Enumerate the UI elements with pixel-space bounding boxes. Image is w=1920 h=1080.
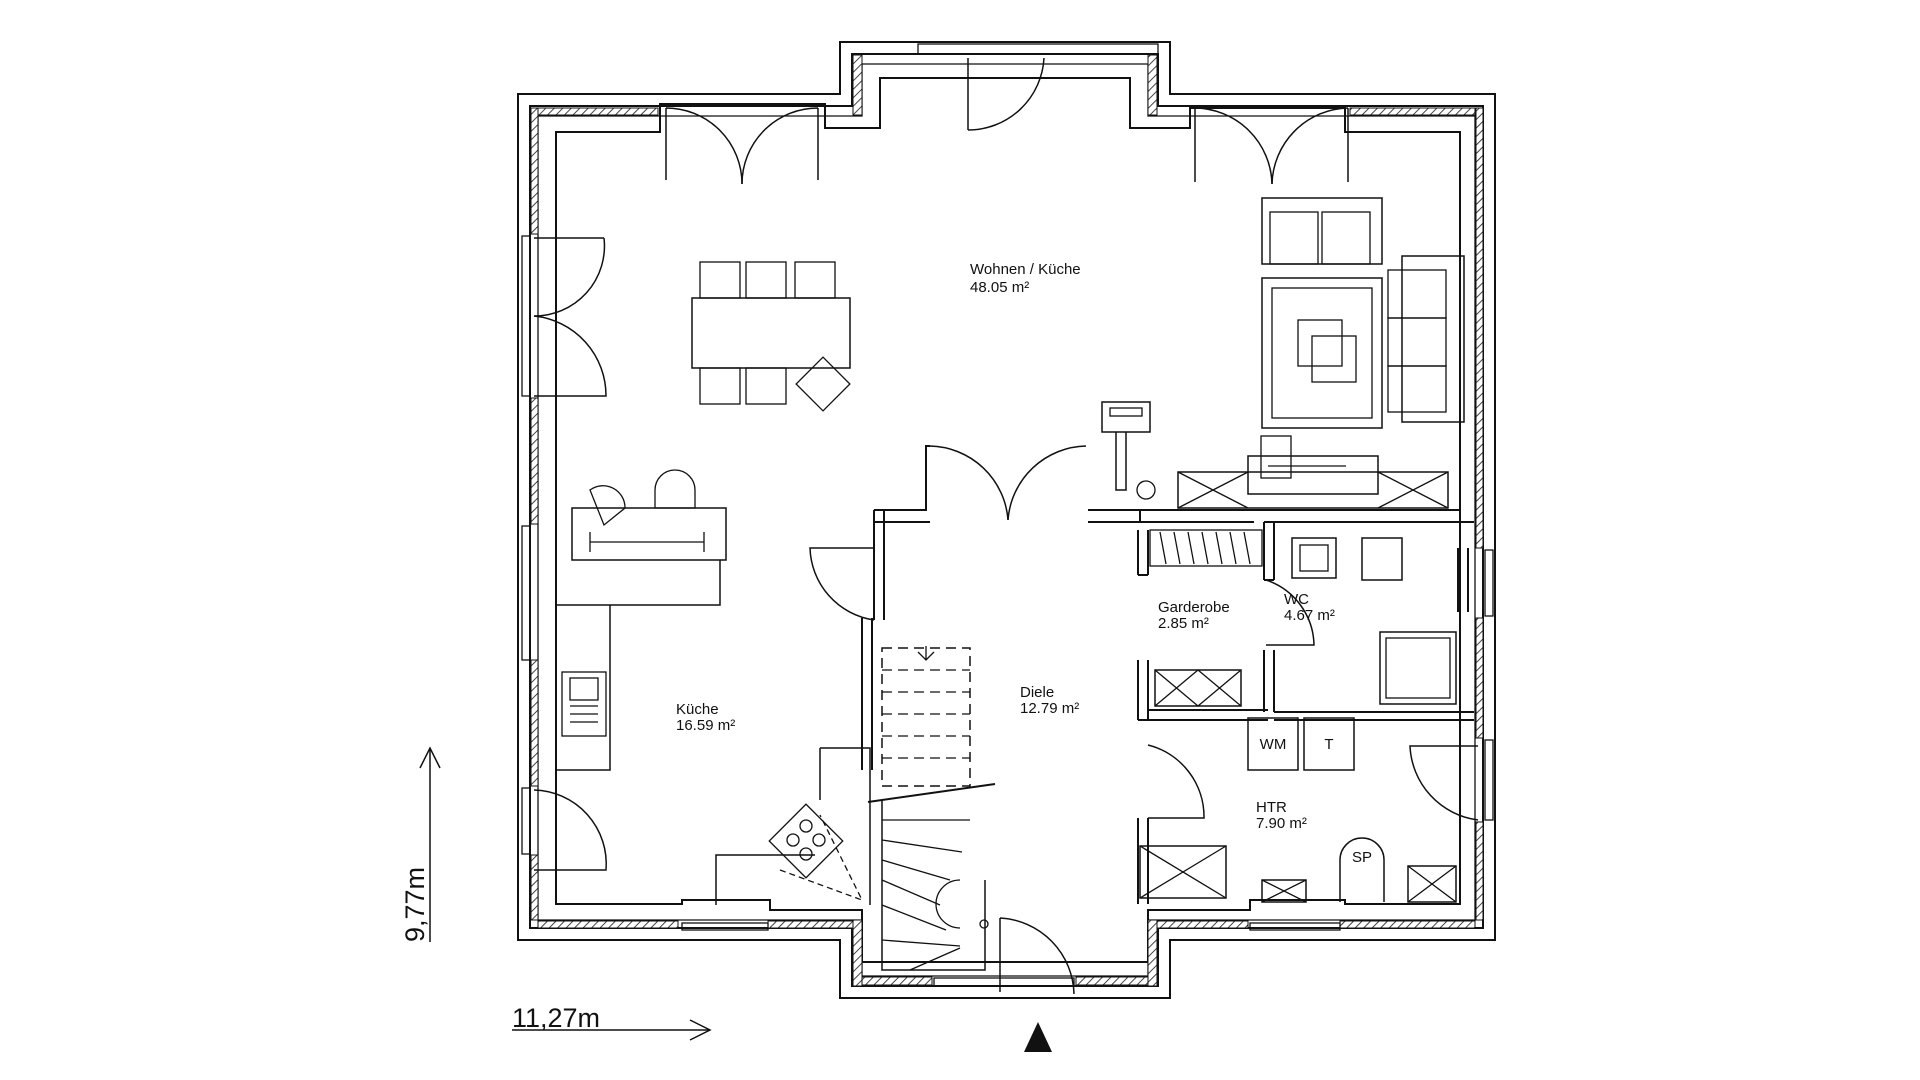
washer-label: WM (1260, 736, 1287, 753)
svg-text:48.05 m²: 48.05 m² (970, 279, 1029, 296)
entrance-arrow-icon (1024, 1022, 1052, 1052)
svg-text:9,77m: 9,77m (400, 867, 430, 942)
dryer-label: T (1324, 736, 1333, 753)
svg-text:Küche: Küche (676, 701, 719, 718)
svg-text:2.85 m²: 2.85 m² (1158, 615, 1209, 632)
room-label-garderobe: Garderobe 2.85 m² (1158, 599, 1230, 632)
living-sofa-set (1260, 197, 1465, 479)
kitchen-island (571, 469, 727, 561)
windows (521, 43, 1494, 987)
wc-fixtures (1291, 537, 1457, 705)
htr-fixtures (1139, 717, 1457, 903)
staircase (867, 646, 996, 971)
svg-text:7.90 m²: 7.90 m² (1256, 815, 1307, 832)
exterior-doors (533, 57, 1349, 995)
svg-text:Wohnen / Küche: Wohnen / Küche (970, 261, 1081, 278)
width-dimension: 11,27m (512, 1003, 712, 1041)
svg-text:Garderobe: Garderobe (1158, 599, 1230, 616)
svg-text:4.67 m²: 4.67 m² (1284, 607, 1335, 624)
svg-text:Diele: Diele (1020, 684, 1054, 701)
room-label-kueche: Küche 16.59 m² (676, 701, 735, 734)
interior-walls (809, 445, 1479, 904)
exterior-walls (517, 41, 1496, 999)
room-label-diele: Diele 12.79 m² (1020, 684, 1079, 717)
room-label-wc: WC 4.67 m² (1284, 591, 1335, 624)
svg-text:12.79 m²: 12.79 m² (1020, 700, 1079, 717)
svg-text:11,27m: 11,27m (512, 1003, 600, 1033)
svg-text:HTR: HTR (1256, 799, 1287, 816)
storage-label: SP (1352, 849, 1372, 866)
wardrobe (1149, 529, 1263, 707)
height-dimension: 9,77m (400, 746, 441, 942)
room-label-wohnen: Wohnen / Küche 48.05 m² (970, 261, 1081, 296)
dining-table (691, 261, 851, 412)
svg-text:16.59 m²: 16.59 m² (676, 717, 735, 734)
svg-text:WC: WC (1284, 591, 1309, 608)
stove-and-tv-unit (1101, 401, 1449, 509)
room-label-htr: HTR 7.90 m² (1256, 799, 1307, 832)
kitchen-counter (555, 560, 871, 905)
